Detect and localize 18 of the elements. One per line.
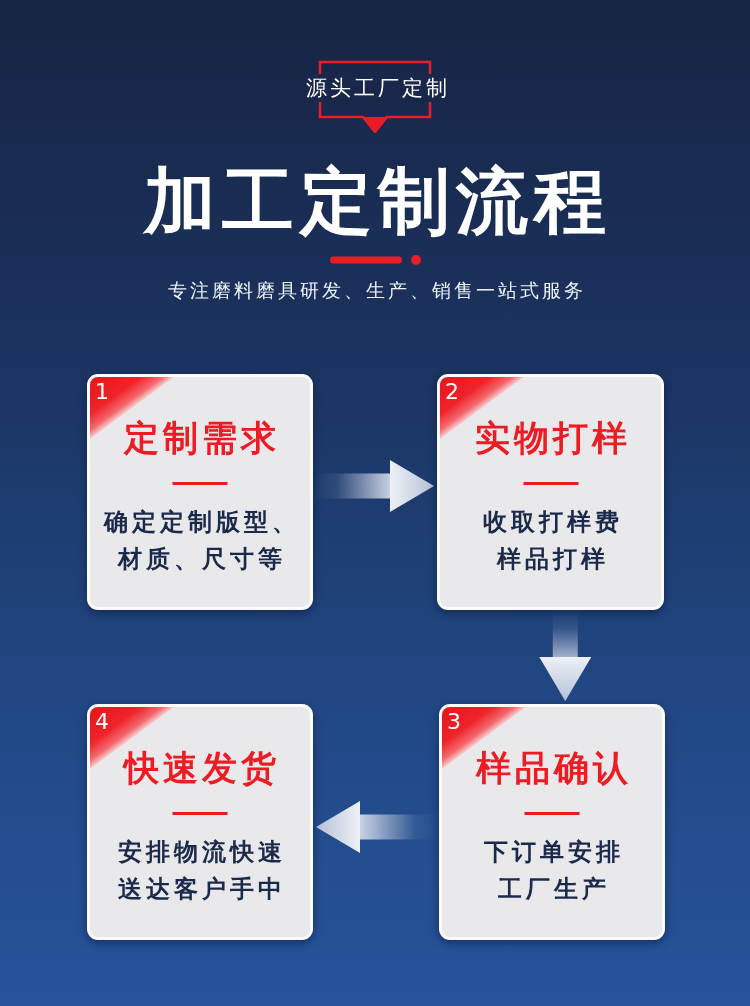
step-title: 定制需求 (122, 417, 280, 460)
step-title: 实物打样 (473, 417, 631, 460)
step-description: 下订单安排工厂生产 (483, 837, 625, 905)
step-number: 1 (95, 378, 109, 406)
subtitle: 专注磨料磨具研发、生产、销售一站式服务 (166, 278, 586, 303)
step-card (437, 374, 664, 610)
step-number: 2 (445, 378, 459, 406)
step-card (87, 704, 313, 940)
page-title: 加工定制流程 (141, 159, 612, 243)
step-title: 样品确认 (474, 747, 632, 790)
step-description: 确定定制版型、材质、尺寸等 (102, 507, 301, 575)
step-title: 快速发货 (121, 747, 280, 790)
step-card (439, 704, 665, 940)
step-card (87, 374, 313, 610)
step-number: 4 (95, 708, 109, 736)
step-description: 安排物流快速送达客户手中 (117, 837, 287, 905)
step-description: 收取打样费样品打样 (481, 507, 624, 575)
step-number: 3 (447, 708, 461, 736)
